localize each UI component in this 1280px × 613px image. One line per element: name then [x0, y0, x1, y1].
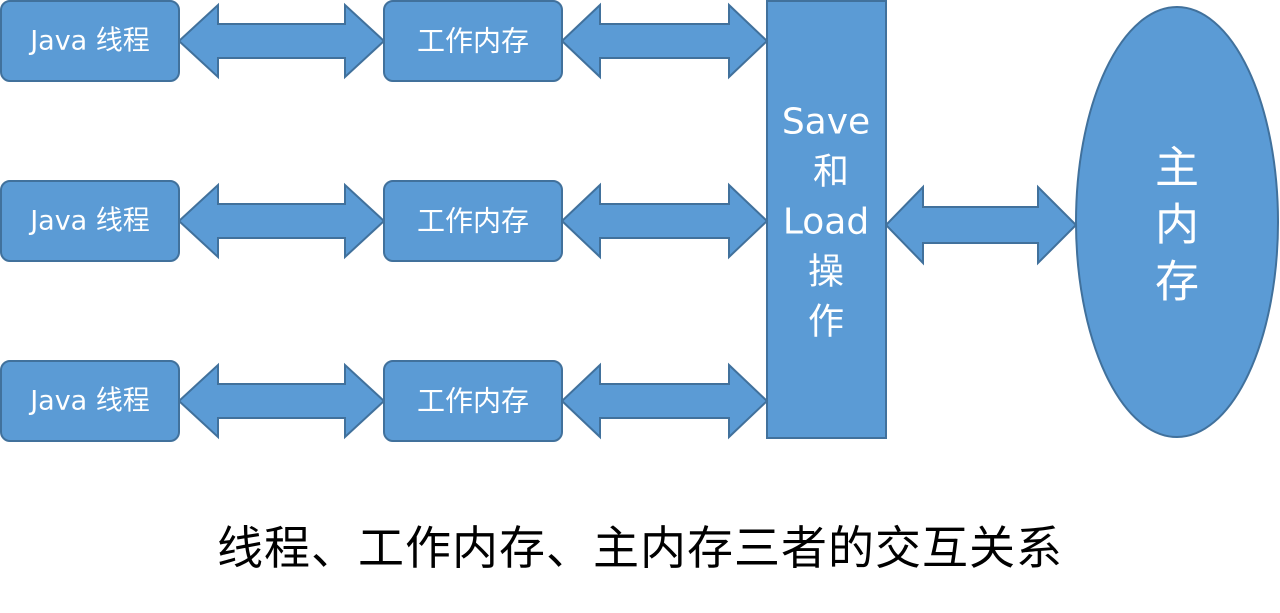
double-arrow-memory3-operations [560, 362, 769, 440]
save-load-operations-box: Save 和 Load 操 作 [766, 0, 887, 439]
operations-label-line-3: Load [783, 202, 869, 243]
double-arrow-operations-main-memory [884, 184, 1078, 266]
operations-label-line-2: 和 [813, 152, 849, 193]
working-memory-box-2: 工作内存 [383, 180, 563, 262]
java-thread-label: Java 线程 [28, 386, 150, 417]
operations-label-line-5: 作 [808, 302, 844, 343]
diagram-caption: 线程、工作内存、主内存三者的交互关系 [217, 521, 1063, 575]
java-thread-box-3: Java 线程 [0, 360, 180, 442]
working-memory-box-1: 工作内存 [383, 0, 563, 82]
main-memory-label-line-1: 主 [1155, 143, 1199, 194]
working-memory-label: 工作内存 [417, 385, 529, 418]
operations-label-line-1: Save [782, 102, 870, 143]
working-memory-box-3: 工作内存 [383, 360, 563, 442]
double-arrow-thread2-memory2 [177, 182, 386, 260]
main-memory-label-line-2: 内 [1155, 200, 1199, 251]
working-memory-label: 工作内存 [417, 205, 529, 238]
java-thread-box-1: Java 线程 [0, 0, 180, 82]
java-thread-label: Java 线程 [28, 206, 150, 237]
java-thread-box-2: Java 线程 [0, 180, 180, 262]
double-arrow-thread3-memory3 [177, 362, 386, 440]
main-memory-label-line-3: 存 [1155, 257, 1199, 308]
double-arrow-memory2-operations [560, 182, 769, 260]
operations-label-line-4: 操 [808, 252, 844, 293]
double-arrow-thread1-memory1 [177, 2, 386, 80]
java-thread-label: Java 线程 [28, 26, 150, 57]
working-memory-label: 工作内存 [417, 25, 529, 58]
double-arrow-memory1-operations [560, 2, 769, 80]
main-memory-ellipse: 主 内 存 [1075, 6, 1279, 438]
